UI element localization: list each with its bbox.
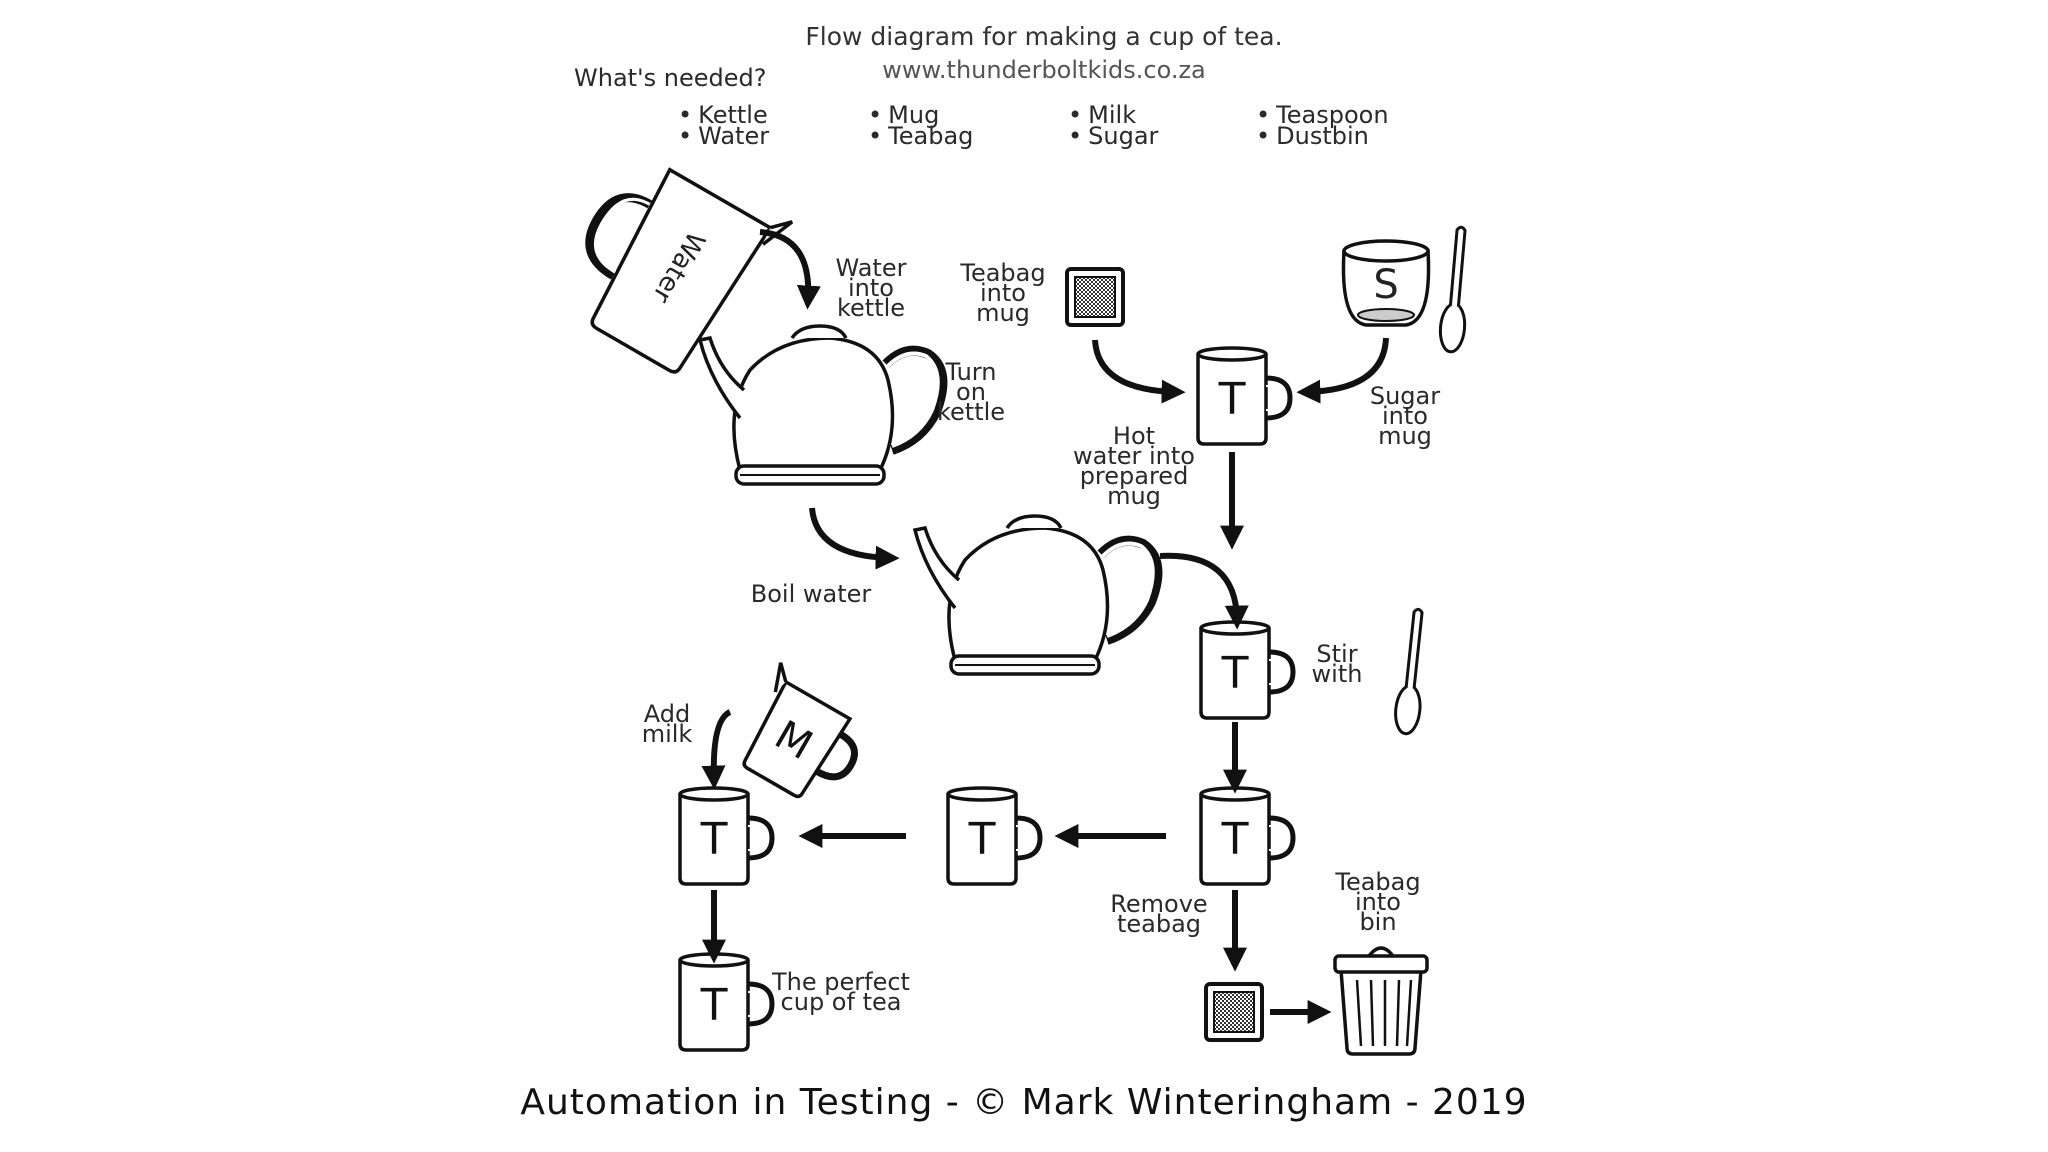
label-boil-water: Boil water [750, 580, 872, 608]
kettle-icon-cold [700, 326, 942, 484]
mug-prepared-label: T [1218, 374, 1246, 425]
mug-prepared: T [1198, 348, 1290, 444]
dustbin-icon [1333, 946, 1429, 1056]
water-jug-icon: Water [585, 167, 794, 374]
sugar-bowl-icon: S [1341, 239, 1431, 327]
mug-hot-water: T [1201, 622, 1293, 718]
arrow-water-to-kettle [759, 229, 821, 310]
teaspoon-icon [1436, 224, 1475, 355]
needed-list-2: Mug Teabag [868, 103, 973, 148]
needed-item-water: Water [678, 124, 769, 148]
mug-milk-added-label: T [700, 814, 728, 865]
mug-milk-added: T [680, 788, 772, 884]
mug-hot-water-label: T [1221, 648, 1249, 699]
needed-list-4: Teaspoon Dustbin [1256, 103, 1389, 148]
arrow-kettle-pour [1159, 552, 1249, 630]
mug-stirred: T [1201, 788, 1293, 884]
arrow-milk-pour [701, 709, 732, 790]
needed-item-sugar: Sugar [1068, 124, 1158, 148]
teabag-icon [1065, 267, 1125, 327]
flow-arrows [701, 229, 1389, 1024]
website-url: www.thunderboltkids.co.za [882, 56, 1206, 84]
needed-list-1: Kettle Water [678, 103, 769, 148]
used-teabag-icon [1204, 982, 1264, 1042]
needed-list-3: Milk Sugar [1068, 103, 1158, 148]
arrow-sugar-to-mug [1296, 337, 1389, 404]
needed-item-teabag: Teabag [868, 124, 973, 148]
milk-jug-icon: M [742, 662, 858, 799]
mug-perfect-tea-label: T [700, 980, 728, 1031]
sugar-label: S [1373, 262, 1398, 308]
arrow-kettle-to-boil [809, 507, 900, 570]
arrow-teabag-to-mug [1092, 339, 1186, 404]
stirring-spoon-icon [1391, 606, 1432, 737]
diagram-title: Flow diagram for making a cup of tea. [805, 22, 1283, 51]
needed-item-dustbin: Dustbin [1256, 124, 1389, 148]
footer-copyright: Automation in Testing - © Mark Wintering… [520, 1082, 1528, 1123]
needed-heading: What's needed? [574, 64, 767, 92]
mug-teabag-removed: T [948, 788, 1040, 884]
mug-stirred-label: T [1221, 814, 1249, 865]
kettle-icon-boiled [915, 516, 1157, 674]
mug-perfect-tea: T [680, 954, 772, 1050]
mug-teabag-removed-label: T [968, 814, 996, 865]
